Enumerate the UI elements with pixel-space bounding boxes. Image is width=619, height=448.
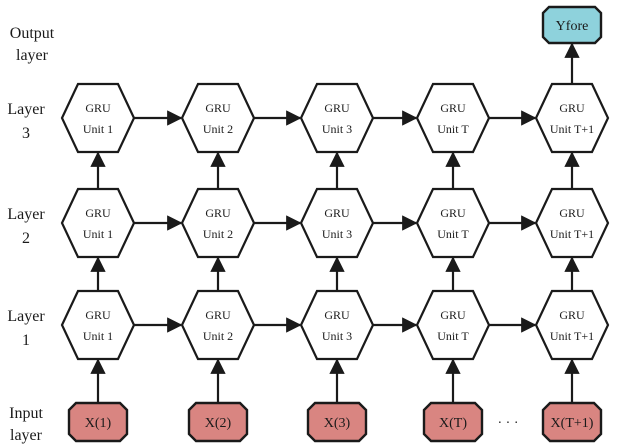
gru-unit-label: Unit T: [437, 227, 469, 241]
input-label: X(3): [324, 416, 351, 431]
input-layer-label-line2: layer: [10, 427, 43, 444]
gru-hexagon: [60, 187, 136, 259]
gru-hexagon: [299, 82, 375, 154]
output-node: Yfore: [541, 5, 603, 45]
gru-node-layer2-3: GRU Unit 3: [299, 187, 375, 259]
output-layer-label-line2: layer: [16, 47, 49, 64]
arrows-group: [90, 42, 580, 403]
gru-node-layer1-1: GRU Unit 1: [60, 289, 136, 361]
output-layer-label-line1: Output: [10, 25, 55, 42]
gru-unit-label: Unit 3: [322, 329, 352, 343]
gru-cell-name: GRU: [324, 101, 350, 115]
input-box: [187, 401, 249, 443]
gru-cell-name: GRU: [559, 308, 585, 322]
gru-cell-name: GRU: [205, 206, 231, 220]
gru-cell-name: GRU: [85, 206, 111, 220]
gru-cell-name: GRU: [205, 308, 231, 322]
input-node-5: X(T+1): [541, 401, 603, 443]
layer-2-label-line1: Layer: [7, 206, 45, 223]
input-box: [67, 401, 129, 443]
gru-node-layer3-4: GRU Unit T: [415, 82, 491, 154]
output-box-label: Yfore: [556, 19, 589, 34]
gru-cell-name: GRU: [559, 206, 585, 220]
gru-unit-label: Unit 3: [322, 227, 352, 241]
gru-unit-label: Unit 1: [83, 227, 113, 241]
gru-hexagon: [415, 289, 491, 361]
gru-node-layer3-2: GRU Unit 2: [180, 82, 256, 154]
layer-1-label-line2: 1: [22, 332, 30, 349]
gru-node-layer1-4: GRU Unit T: [415, 289, 491, 361]
input-label: X(T): [439, 416, 467, 431]
input-box: [306, 401, 368, 443]
gru-node-layer2-5: GRU Unit T+1: [534, 187, 610, 259]
input-box: [541, 401, 603, 443]
input-node-3: X(3): [306, 401, 368, 443]
gru-unit-label: Unit T+1: [550, 227, 594, 241]
gru-hexagon: [534, 187, 610, 259]
gru-unit-label: Unit 2: [203, 227, 233, 241]
gru-hexagon: [534, 289, 610, 361]
ellipsis: · · ·: [498, 416, 519, 431]
layer-2-label-line2: 2: [22, 230, 30, 247]
input-label: X(T+1): [551, 416, 594, 431]
gru-hexagon: [299, 289, 375, 361]
gru-node-layer2-1: GRU Unit 1: [60, 187, 136, 259]
gru-hexagon: [299, 187, 375, 259]
gru-cell-name: GRU: [324, 206, 350, 220]
input-box: [422, 401, 484, 443]
gru-unit-label: Unit 3: [322, 122, 352, 136]
gru-cell-name: GRU: [85, 101, 111, 115]
input-layer-label: Input layer: [9, 405, 43, 444]
gru-cell-name: GRU: [559, 101, 585, 115]
layer-1-label: Layer 1: [7, 308, 45, 349]
gru-node-layer1-2: GRU Unit 2: [180, 289, 256, 361]
gru-unit-label: Unit T: [437, 122, 469, 136]
input-node-2: X(2): [187, 401, 249, 443]
gru-hexagon: [180, 289, 256, 361]
gru-cell-name: GRU: [324, 308, 350, 322]
layer-3-label: Layer 3: [7, 101, 45, 142]
gru-unit-label: Unit T+1: [550, 122, 594, 136]
gru-node-layer1-3: GRU Unit 3: [299, 289, 375, 361]
input-label: X(2): [205, 416, 232, 431]
gru-node-layer1-5: GRU Unit T+1: [534, 289, 610, 361]
gru-node-layer3-3: GRU Unit 3: [299, 82, 375, 154]
output-layer-label: Output layer: [10, 25, 55, 64]
gru-unit-label: Unit 1: [83, 329, 113, 343]
gru-node-layer2-4: GRU Unit T: [415, 187, 491, 259]
layer-3-label-line1: Layer: [7, 101, 45, 118]
gru-cell-name: GRU: [440, 101, 466, 115]
layer-3-label-line2: 3: [22, 125, 30, 142]
layer-2-label: Layer 2: [7, 206, 45, 247]
input-label: X(1): [85, 416, 112, 431]
gru-unit-label: Unit 1: [83, 122, 113, 136]
gru-hexagon: [60, 82, 136, 154]
gru-hexagon: [534, 82, 610, 154]
gru-hexagon: [180, 187, 256, 259]
gru-node-layer3-5: GRU Unit T+1: [534, 82, 610, 154]
gru-node-layer2-2: GRU Unit 2: [180, 187, 256, 259]
input-layer-label-line1: Input: [9, 405, 43, 422]
gru-hexagon: [415, 187, 491, 259]
gru-unit-label: Unit T+1: [550, 329, 594, 343]
nodes-group: GRU Unit 1 GRU Unit 2 GRU Unit 3 GRU Unit T GRU U…: [60, 5, 610, 443]
output-box: [541, 5, 603, 45]
gru-unit-label: Unit 2: [203, 122, 233, 136]
gru-cell-name: GRU: [85, 308, 111, 322]
gru-cell-name: GRU: [205, 101, 231, 115]
gru-cell-name: GRU: [440, 206, 466, 220]
input-node-1: X(1): [67, 401, 129, 443]
gru-unit-label: Unit 2: [203, 329, 233, 343]
gru-cell-name: GRU: [440, 308, 466, 322]
gru-node-layer3-1: GRU Unit 1: [60, 82, 136, 154]
input-node-4: X(T): [422, 401, 484, 443]
gru-unit-label: Unit T: [437, 329, 469, 343]
layer-1-label-line1: Layer: [7, 308, 45, 325]
gru-hexagon: [415, 82, 491, 154]
gru-hexagon: [60, 289, 136, 361]
gru-hexagon: [180, 82, 256, 154]
